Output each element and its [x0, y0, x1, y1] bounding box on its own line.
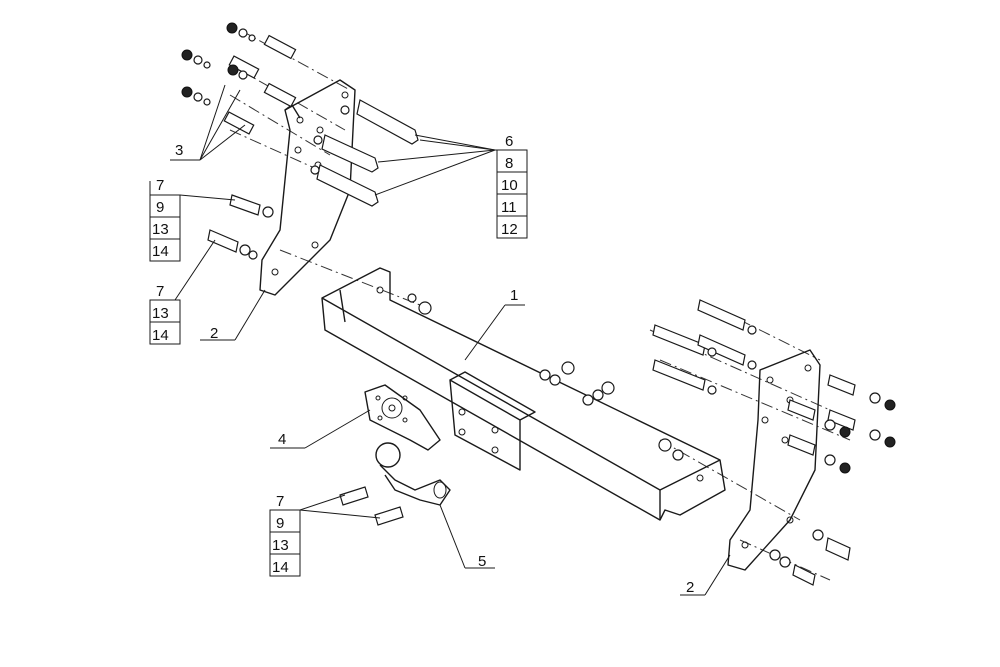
callout-right: 6 8 10 11 12 — [496, 133, 528, 239]
callout-label: 7 — [156, 177, 164, 194]
callout-label: 7 — [156, 283, 164, 300]
label-part-2-left: 2 — [210, 325, 218, 342]
leader-lines — [170, 84, 731, 596]
callout-left-mid: 7 13 14 — [149, 283, 181, 345]
callout-label: 11 — [501, 199, 517, 216]
hardware-upper-left — [181, 22, 297, 135]
label-part-1: 1 — [510, 287, 518, 304]
callout-label: 9 — [276, 515, 284, 532]
socket-plate — [364, 384, 441, 451]
callout-bottom: 7 9 13 14 — [269, 493, 301, 577]
callout-label: 14 — [152, 243, 169, 260]
callout-label: 14 — [152, 327, 169, 344]
label-part-3: 3 — [175, 142, 183, 159]
label-part-5: 5 — [478, 553, 486, 570]
callout-label: 14 — [272, 559, 289, 576]
bolts-left-side — [207, 194, 274, 260]
callout-label: 13 — [152, 305, 169, 322]
label-part-2-right: 2 — [686, 579, 694, 596]
right-bracket — [727, 349, 821, 571]
callout-label: 6 — [505, 133, 513, 150]
hardware-crossbar — [407, 293, 684, 461]
callout-label: 7 — [276, 493, 284, 510]
callout-label: 10 — [501, 177, 518, 194]
hardware-right-side — [769, 374, 896, 586]
label-part-4: 4 — [278, 431, 286, 448]
callout-label: 9 — [156, 199, 164, 216]
callout-label: 13 — [272, 537, 289, 554]
callout-label: 12 — [501, 221, 518, 238]
bolts-left-long — [310, 99, 419, 207]
bolts-right-long — [652, 299, 757, 395]
callout-left-top: 7 9 13 14 — [149, 177, 181, 262]
bolts-bottom — [339, 486, 404, 526]
tow-ball — [375, 442, 451, 506]
crossbar — [321, 267, 726, 521]
callout-label: 8 — [505, 155, 513, 172]
callout-label: 13 — [152, 221, 169, 238]
